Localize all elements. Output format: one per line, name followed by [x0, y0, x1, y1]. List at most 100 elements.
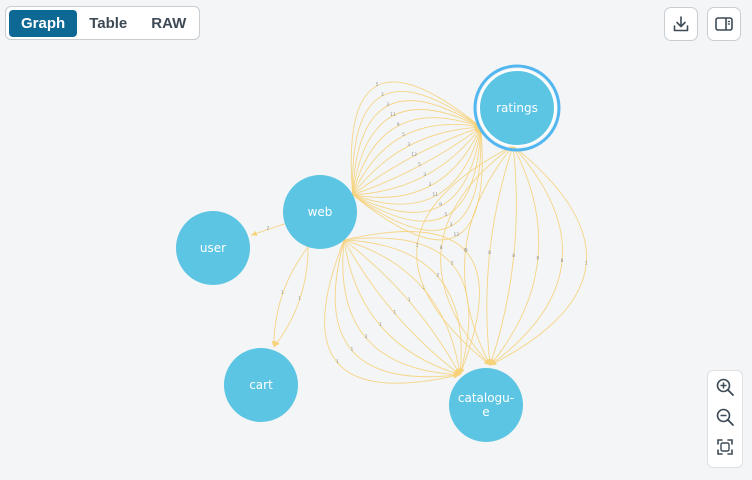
edge-web-catalogue[interactable]: [324, 239, 461, 384]
edge-ratings-catalogue[interactable]: [464, 145, 514, 366]
edge-label: 1: [422, 285, 425, 291]
edge-ratings-catalogue[interactable]: [489, 145, 587, 366]
edge-web-ratings[interactable]: [352, 127, 482, 213]
edge-arrowhead: [483, 359, 491, 366]
edge-web-cart[interactable]: [273, 247, 309, 348]
zoom-in-button[interactable]: [712, 376, 738, 402]
edge-label: 3: [429, 182, 432, 188]
node-label: web: [308, 205, 333, 219]
edge-ratings-catalogue[interactable]: [489, 145, 517, 366]
edge-ratings-catalogue[interactable]: [416, 145, 514, 366]
edge-ratings-catalogue[interactable]: [486, 145, 514, 366]
edge-web-ratings[interactable]: [352, 126, 482, 198]
edge-label: 9: [397, 122, 400, 128]
edge-web-cart[interactable]: [273, 246, 309, 348]
side-panel-button[interactable]: [707, 7, 741, 41]
edge-arrowhead: [250, 230, 258, 236]
fit-view-icon: [715, 437, 735, 462]
edge-web-catalogue[interactable]: [344, 237, 470, 375]
download-icon: [672, 15, 690, 33]
edge-label: 1: [393, 310, 396, 316]
zoom-in-icon: [715, 377, 735, 402]
edge-label: 12: [411, 152, 417, 158]
edge-web-ratings[interactable]: [352, 100, 481, 195]
edge-label: 8: [512, 253, 515, 259]
edge-web-ratings[interactable]: [352, 126, 482, 196]
download-button[interactable]: [664, 7, 698, 41]
edge-web-ratings[interactable]: [352, 126, 481, 196]
edge-label: 8: [561, 258, 564, 264]
node-user[interactable]: user: [176, 211, 250, 285]
node-web[interactable]: web: [283, 175, 357, 249]
zoom-controls: [707, 370, 743, 468]
edge-web-catalogue[interactable]: [334, 239, 460, 378]
node-circle: [224, 348, 298, 422]
edge-label: 5: [418, 162, 421, 168]
node-label: user: [200, 241, 226, 255]
edge-ratings-catalogue[interactable]: [489, 145, 563, 366]
node-cart[interactable]: cart: [224, 348, 298, 422]
node-ratings[interactable]: ratings: [473, 64, 561, 152]
zoom-out-icon: [715, 407, 735, 432]
side-panel-icon: [714, 15, 734, 33]
edge-label: 1: [585, 260, 588, 266]
node-label: e: [482, 405, 489, 419]
node-label: cart: [249, 378, 273, 392]
nodes-layer: ratings web user cart catalogu-e: [176, 64, 561, 442]
edge-arrowhead: [453, 373, 460, 379]
node-catalogue[interactable]: catalogu-e: [449, 368, 523, 442]
edge-web-ratings[interactable]: [352, 127, 483, 241]
edge-label: 5: [402, 132, 405, 138]
edge-label: 1: [416, 243, 419, 249]
edge-label: 2: [365, 334, 368, 340]
tab-table[interactable]: Table: [89, 14, 128, 32]
edge-label: 2: [451, 260, 454, 266]
node-circle: [283, 175, 357, 249]
edge-label: 11: [432, 192, 438, 198]
zoom-out-button[interactable]: [712, 406, 738, 432]
selection-ring: [473, 64, 561, 152]
edge-label: 1: [379, 322, 382, 328]
edges-layer: 5331195312533119531221122211112111888888…: [250, 81, 588, 384]
edge-web-ratings[interactable]: [352, 124, 481, 195]
edge-label: 11: [390, 112, 396, 118]
edge-web-ratings[interactable]: [352, 127, 482, 231]
fit-view-button[interactable]: [712, 436, 738, 462]
edge-label: 1: [281, 290, 284, 296]
edge-web-ratings[interactable]: [352, 91, 482, 195]
edge-label: 3: [423, 172, 426, 178]
node-circle: [449, 368, 523, 442]
edge-ratings-catalogue[interactable]: [489, 145, 540, 366]
edge-ratings-catalogue[interactable]: [440, 145, 514, 366]
edge-label: 8: [440, 245, 443, 251]
edge-label: 1: [336, 359, 339, 365]
edge-label: 2: [266, 226, 269, 232]
node-circle: [478, 69, 556, 147]
edge-web-catalogue[interactable]: [343, 239, 461, 376]
edge-web-ratings[interactable]: [352, 126, 482, 196]
edge-web-ratings[interactable]: [352, 109, 481, 195]
edge-web-catalogue[interactable]: [344, 231, 480, 375]
edge-label: 2: [465, 248, 468, 254]
edge-web-ratings[interactable]: [350, 81, 482, 195]
tab-raw[interactable]: RAW: [151, 14, 187, 32]
edge-web-ratings[interactable]: [352, 117, 481, 195]
edge-label: 1: [298, 296, 301, 302]
tab-graph[interactable]: Graph: [9, 9, 78, 37]
edge-web-catalogue[interactable]: [342, 240, 460, 376]
edge-label: 5: [376, 82, 379, 88]
edge-label: 3: [407, 142, 410, 148]
edge-label: 12: [454, 232, 460, 238]
edge-web-catalogue[interactable]: [343, 239, 461, 376]
node-label: catalogu-: [458, 391, 514, 405]
edge-label: 5: [444, 212, 447, 218]
edge-label: 3: [381, 92, 384, 98]
edge-web-ratings[interactable]: [352, 126, 481, 195]
edge-label: 1: [350, 346, 353, 352]
edge-web-catalogue[interactable]: [344, 239, 462, 375]
edge-web-catalogue[interactable]: [343, 239, 461, 375]
edge-web-ratings[interactable]: [352, 127, 482, 222]
edge-web-ratings[interactable]: [352, 127, 482, 205]
edge-web-catalogue[interactable]: [343, 239, 461, 375]
